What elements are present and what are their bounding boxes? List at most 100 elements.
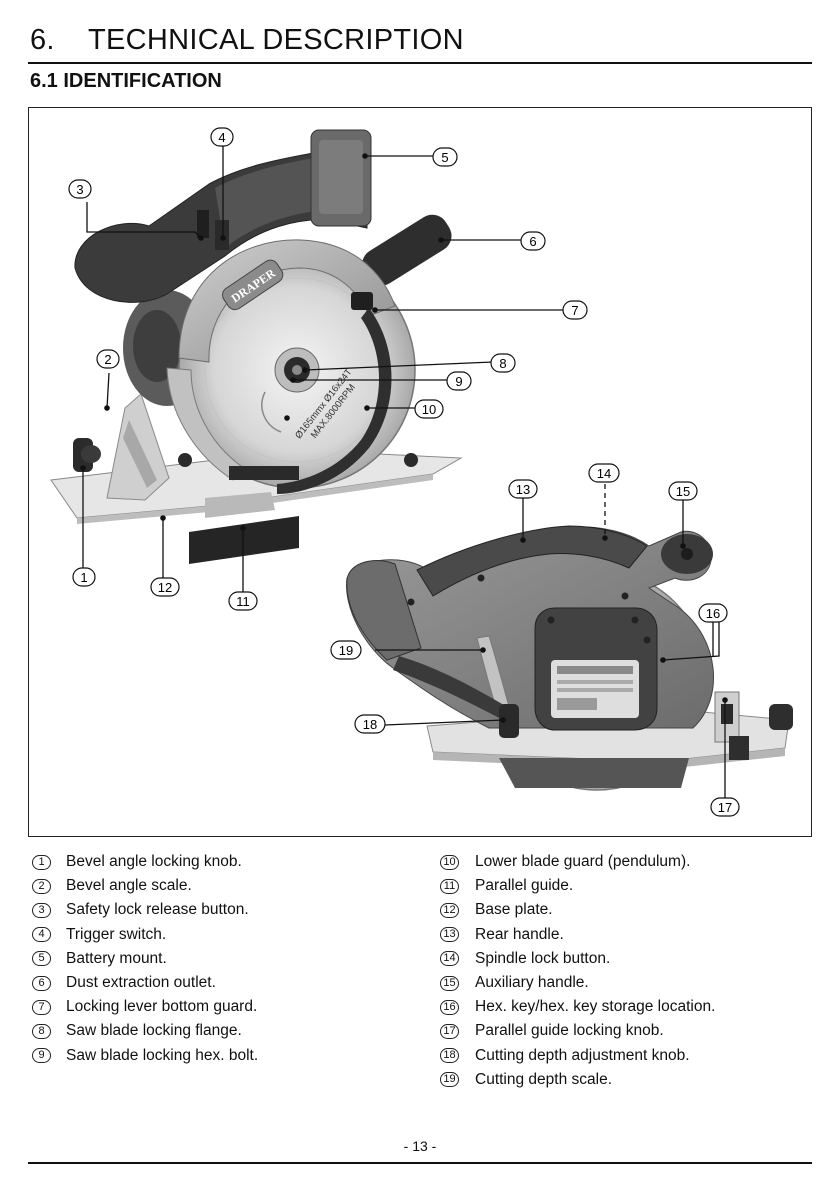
legend-label: Saw blade locking flange. [66,1022,242,1040]
svg-text:7: 7 [571,303,578,318]
legend-item-12: 12 Base plate. [440,898,820,922]
svg-text:11: 11 [236,594,250,609]
section-title: 6. TECHNICAL DESCRIPTION [30,24,464,57]
callout-badges: 3 4 5 6 7 8 9 10 2 1 12 11 13 14 15 16 1… [68,127,740,817]
svg-text:8: 8 [499,356,506,371]
legend-number: 2 [32,878,51,894]
legend-number: 5 [32,951,51,967]
callout-15: 15 [668,481,698,501]
legend-item-18: 18 Cutting depth adjustment knob. [440,1044,820,1068]
callout-1: 1 [72,567,96,587]
legend-number: 3 [32,902,51,918]
callout-11: 11 [228,591,258,611]
legend-item-7: 7 Locking lever bottom guard. [32,995,412,1019]
identification-figure: DRAPER Ø165mmx Ø16x24T MAX.8000RPM [28,107,812,837]
legend-label: Hex. key/hex. key storage location. [475,998,716,1016]
legend-label: Auxiliary handle. [475,973,589,991]
callout-12: 12 [150,577,180,597]
callout-8: 8 [490,353,516,373]
svg-text:6: 6 [529,234,536,249]
legend-label: Spindle lock button. [475,949,611,967]
legend-item-9: 9 Saw blade locking hex. bolt. [32,1044,412,1068]
subsection-title: 6.1 IDENTIFICATION [30,70,222,92]
callout-17: 17 [710,797,740,817]
legend-label: Rear handle. [475,925,564,943]
svg-text:19: 19 [339,643,353,658]
legend-item-8: 8 Saw blade locking flange. [32,1019,412,1043]
legend-label: Battery mount. [66,949,167,967]
svg-text:12: 12 [158,580,172,595]
callout-10: 10 [414,399,444,419]
svg-text:14: 14 [597,466,611,481]
callout-19: 19 [330,640,362,660]
svg-text:10: 10 [422,402,436,417]
legend-item-6: 6 Dust extraction outlet. [32,971,412,995]
section-title-text: TECHNICAL DESCRIPTION [88,24,464,56]
callout-6: 6 [520,231,546,251]
callout-14: 14 [588,463,620,483]
svg-text:16: 16 [706,606,720,621]
legend-number: 19 [440,1072,459,1088]
legend-item-3: 3 Safety lock release button. [32,898,412,922]
section-number: 6. [30,24,55,56]
legend-number: 18 [440,1048,459,1064]
legend-label: Parallel guide locking knob. [475,1022,664,1040]
legend-label: Bevel angle scale. [66,877,192,895]
legend-label: Trigger switch. [66,925,167,943]
legend-label: Lower blade guard (pendulum). [475,853,691,870]
svg-text:1: 1 [80,570,87,585]
callout-18: 18 [354,714,386,734]
legend-number: 8 [32,1023,51,1039]
legend-number: 14 [440,951,459,967]
legend-item-5: 5 Battery mount. [32,947,412,971]
legend-number: 11 [440,878,459,894]
legend-left-column: 1 Bevel angle locking knob. 2 Bevel angle … [32,850,412,1068]
legend-number: 12 [440,902,459,918]
callout-dots [80,153,728,723]
legend-number: 10 [440,854,459,870]
legend-item-10: 10 Lower blade guard (pendulum). [440,850,820,874]
legend-number: 6 [32,975,51,991]
svg-text:18: 18 [363,717,377,732]
legend-label: Cutting depth scale. [475,1070,613,1088]
legend-item-11: 11 Parallel guide. [440,874,820,898]
legend-item-14: 14 Spindle lock button. [440,947,820,971]
svg-text:15: 15 [676,484,690,499]
legend-item-2: 2 Bevel angle scale. [32,874,412,898]
legend-label: Base plate. [475,901,553,919]
saw-illustration: DRAPER Ø165mmx Ø16x24T MAX.8000RPM [50,127,793,817]
callout-5: 5 [432,147,458,167]
legend-label: Locking lever bottom guard. [66,998,258,1016]
legend-label: Saw blade locking hex. bolt. [66,1046,259,1064]
legend-label: Bevel angle locking knob. [66,853,242,870]
page-number: - 13 - [403,1138,437,1154]
svg-text:9: 9 [455,374,462,389]
legend-number: 7 [32,999,51,1015]
legend-item-16: 16 Hex. key/hex. key storage location. [440,995,820,1019]
svg-text:13: 13 [516,482,530,497]
legend-item-1: 1 Bevel angle locking knob. [32,850,412,874]
callout-2: 2 [96,349,120,369]
legend-label: Cutting depth adjustment knob. [475,1046,690,1064]
callout-13: 13 [508,479,538,499]
callout-7: 7 [562,300,588,320]
legend-number: 4 [32,927,51,943]
legend-number: 1 [32,854,51,870]
saw-rear-view [346,525,793,791]
callout-16: 16 [698,603,728,623]
legend-number: 16 [440,999,459,1015]
callout-3: 3 [68,179,92,199]
svg-text:17: 17 [718,800,732,815]
legend-label: Dust extraction outlet. [66,973,216,991]
callout-4: 4 [210,127,234,147]
legend-number: 9 [32,1048,51,1064]
legend-label: Parallel guide. [475,877,574,895]
svg-text:3: 3 [76,182,83,197]
title-rule [28,62,812,64]
legend-number: 15 [440,975,459,991]
legend-label: Safety lock release button. [66,901,249,919]
callout-leaders [82,143,726,798]
